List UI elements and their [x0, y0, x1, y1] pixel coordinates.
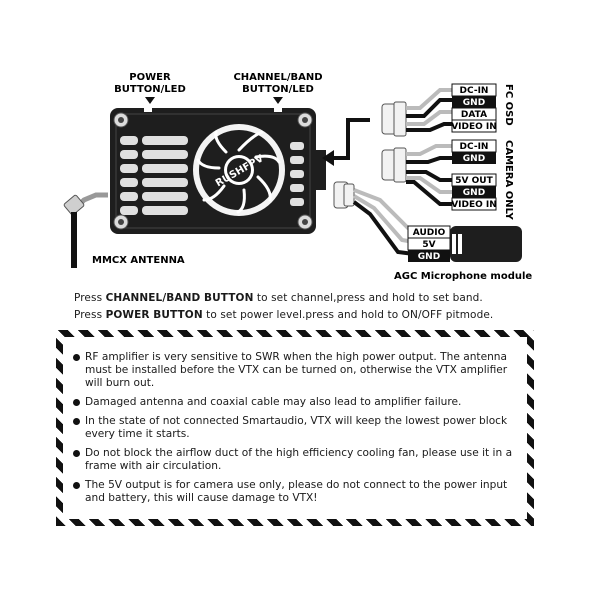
warning-item: Do not block the airflow duct of the hig… — [73, 447, 515, 473]
fc-osd-pin-labels: DC-IN GND DATA VIDEO IN — [451, 83, 497, 133]
camera-connector — [381, 144, 452, 206]
pin-label: GND — [463, 98, 485, 108]
fc-osd-connector — [381, 88, 452, 137]
pin-label: 5V — [422, 240, 435, 250]
pin-label: 5V OUT — [455, 176, 493, 186]
pin-label: GND — [418, 252, 440, 262]
cooling-fan-icon — [193, 124, 285, 216]
power-button-label-line2: BUTTON/LED — [114, 84, 186, 95]
pin-label: DC-IN — [460, 142, 489, 152]
power-button-pointer — [145, 97, 155, 104]
pin-label: GND — [463, 154, 485, 164]
pin-label: GND — [463, 188, 485, 198]
power-button-label: POWER — [129, 72, 171, 83]
pin-label: VIDEO IN — [451, 122, 497, 132]
channel-band-label: CHANNEL/BAND — [233, 72, 322, 83]
agc-microphone-module — [450, 226, 522, 262]
camera-only-label: CAMERA ONLY — [503, 140, 514, 220]
warning-item: RF amplifier is very sensitive to SWR wh… — [73, 351, 515, 390]
fc-osd-label: FC OSD — [503, 84, 514, 126]
cooling-fins — [120, 136, 304, 215]
pin-label: DATA — [461, 110, 487, 120]
warning-item: In the state of not connected Smartaudio… — [73, 415, 515, 441]
channel-led — [274, 108, 282, 112]
vtx-wiring-diagram: POWER BUTTON/LED CHANNEL/BAND BUTTON/LED — [63, 72, 532, 282]
channel-band-label-line2: BUTTON/LED — [242, 84, 314, 95]
instruction-power: Press POWER BUTTON to set power level.pr… — [74, 309, 494, 321]
pin-label: AUDIO — [413, 228, 446, 238]
mic-connector — [333, 181, 415, 256]
power-led — [144, 108, 152, 112]
instruction-channel: Press CHANNEL/BAND BUTTON to set channel… — [74, 292, 483, 304]
pin-label: VIDEO IN — [451, 200, 497, 210]
mmcx-antenna-label: MMCX ANTENNA — [92, 255, 185, 266]
warning-box: RF amplifier is very sensitive to SWR wh… — [56, 330, 534, 526]
mmcx-antenna — [63, 192, 108, 268]
pin-label: DC-IN — [460, 86, 489, 96]
warning-item: Damaged antenna and coaxial cable may al… — [73, 396, 515, 409]
camera-pin-labels: DC-IN GND 5V OUT GND VIDEO IN — [451, 139, 497, 211]
mic-pin-labels: AUDIO 5V GND — [407, 225, 451, 262]
connect-arrow — [332, 118, 370, 160]
agc-module-label: AGC Microphone module — [394, 271, 532, 282]
warning-list: RF amplifier is very sensitive to SWR wh… — [63, 337, 527, 505]
vtx-board: RUSHFPV — [110, 108, 316, 234]
channel-button-pointer — [273, 97, 283, 104]
warning-item: The 5V output is for camera use only, pl… — [73, 479, 515, 505]
